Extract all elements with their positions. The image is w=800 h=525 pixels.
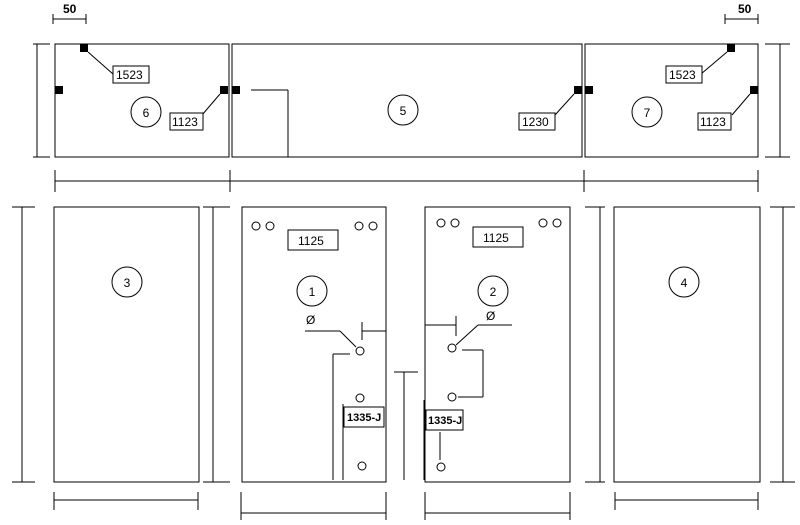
panel-4: 4 (585, 206, 795, 510)
panel-1-number: 1 (309, 285, 316, 299)
panel-4-number: 4 (681, 276, 688, 290)
dimension-left-label: 50 (63, 2, 77, 16)
dimension-right: 50 (724, 2, 759, 24)
panel-1-lock-label: 1335-J (347, 412, 381, 424)
panel-2-hardware-label: 1125 (483, 231, 509, 245)
panel-5-label: 1230 (522, 115, 549, 129)
panel-7: 1523 1123 7 (584, 43, 759, 158)
panel-7-number: 7 (644, 106, 651, 120)
panel-6-top-label: 1523 (116, 68, 143, 82)
panel-2-number: 2 (490, 285, 497, 299)
panel-2-diameter: Ø (486, 309, 495, 323)
dimension-left: 50 (52, 2, 87, 24)
panel-5: 1230 5 (231, 43, 583, 158)
dimension-right-label: 50 (738, 2, 752, 16)
panel-6-number: 6 (143, 106, 150, 120)
panel-7-side-label: 1123 (700, 115, 726, 129)
panel-5-number: 5 (400, 104, 407, 118)
panel-3-number: 3 (124, 276, 131, 290)
panel-6: 1523 1123 6 (54, 43, 230, 158)
panel-3: 3 (12, 206, 230, 510)
panel-1: 1125 1 Ø 1335-J (240, 206, 387, 520)
panel-2-lock-label: 1335-J (428, 415, 462, 427)
panel-2: 1125 2 Ø 1335-J (423, 206, 571, 520)
panel-7-top-label: 1523 (669, 68, 696, 82)
panel-1-hardware-label: 1125 (298, 234, 324, 248)
panel-1-diameter: Ø (306, 313, 315, 327)
panel-6-side-label: 1123 (172, 115, 198, 129)
